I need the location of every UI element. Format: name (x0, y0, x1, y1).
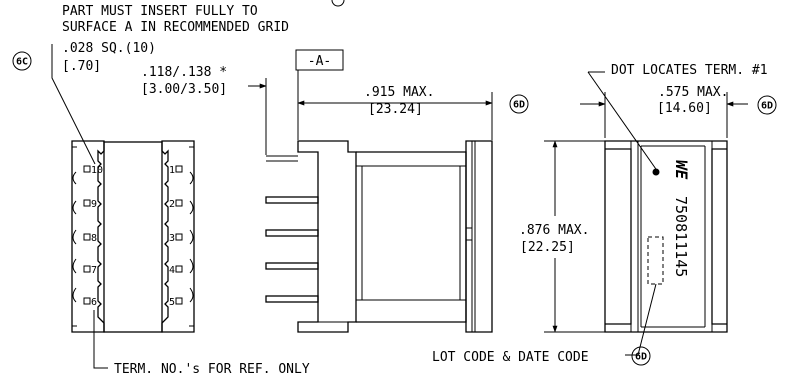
pin-label-right: 3 (169, 233, 175, 244)
datum-a-box: -A- (295, 49, 344, 71)
bottom-view (71, 140, 195, 333)
pin-label-left: 8 (91, 233, 97, 244)
pin-label-right: 5 (169, 297, 175, 308)
note-dot-locates: DOT LOCATES TERM. #1 (611, 63, 768, 78)
pin-label-right: 2 (169, 199, 175, 210)
pin-label-right: 4 (169, 265, 175, 276)
svg-text:6C: 6C (16, 57, 28, 68)
dim-height-max-mm: [22.25] (520, 240, 575, 255)
svg-text:6D: 6D (635, 352, 647, 363)
pin-label-left: 6 (91, 297, 97, 308)
pin-label-right: 1 (169, 165, 175, 176)
svg-text:-A-: -A- (308, 54, 331, 69)
side-view (265, 140, 493, 333)
note-pin-size-mm: [.70] (62, 59, 101, 74)
svg-text:6D: 6D (761, 101, 773, 112)
svg-text:6D: 6D (513, 100, 525, 111)
note-lot-code: LOT CODE & DATE CODE (432, 350, 589, 365)
lot-code-leader (637, 283, 657, 356)
pin-label-left: 10 (91, 165, 103, 176)
callout-6d: 6D (631, 346, 651, 366)
dim-pin-length: .118/.138 * (141, 65, 227, 80)
dim-depth-max-mm: [14.60] (657, 101, 712, 116)
cropped-callout-bubble (331, 0, 345, 7)
dim-pin-length-mm: [3.00/3.50] (141, 82, 227, 97)
note-pin-size: .028 SQ.(10) (62, 41, 156, 56)
callout-6c: 6C (12, 51, 32, 71)
logo-we: WE (672, 160, 691, 180)
note-insert-line1: PART MUST INSERT FULLY TO (62, 4, 258, 19)
note-insert-line2: SURFACE A IN RECOMMENDED GRID (62, 20, 289, 35)
part-marking: WE 750811145 (672, 160, 691, 277)
callout-6d: 6D (757, 95, 777, 115)
part-number: 750811145 (672, 196, 690, 277)
callout-6d: 6D (509, 94, 529, 114)
pin-label-left: 7 (91, 265, 97, 276)
dim-width-max-mm: [23.24] (368, 102, 423, 117)
note-term-ref: TERM. NO.'s FOR REF. ONLY (114, 362, 310, 377)
pin-label-left: 9 (91, 199, 97, 210)
dot-leader (587, 71, 659, 173)
dim-width-max: .915 MAX. (364, 85, 434, 100)
dim-height-max: .876 MAX. (519, 223, 589, 238)
dim-depth-max: .575 MAX. (658, 85, 728, 100)
pin-size-leader (51, 44, 96, 165)
pin1-indicator-dot (652, 168, 660, 176)
top-view (604, 140, 728, 333)
term-note-leader (93, 310, 108, 369)
